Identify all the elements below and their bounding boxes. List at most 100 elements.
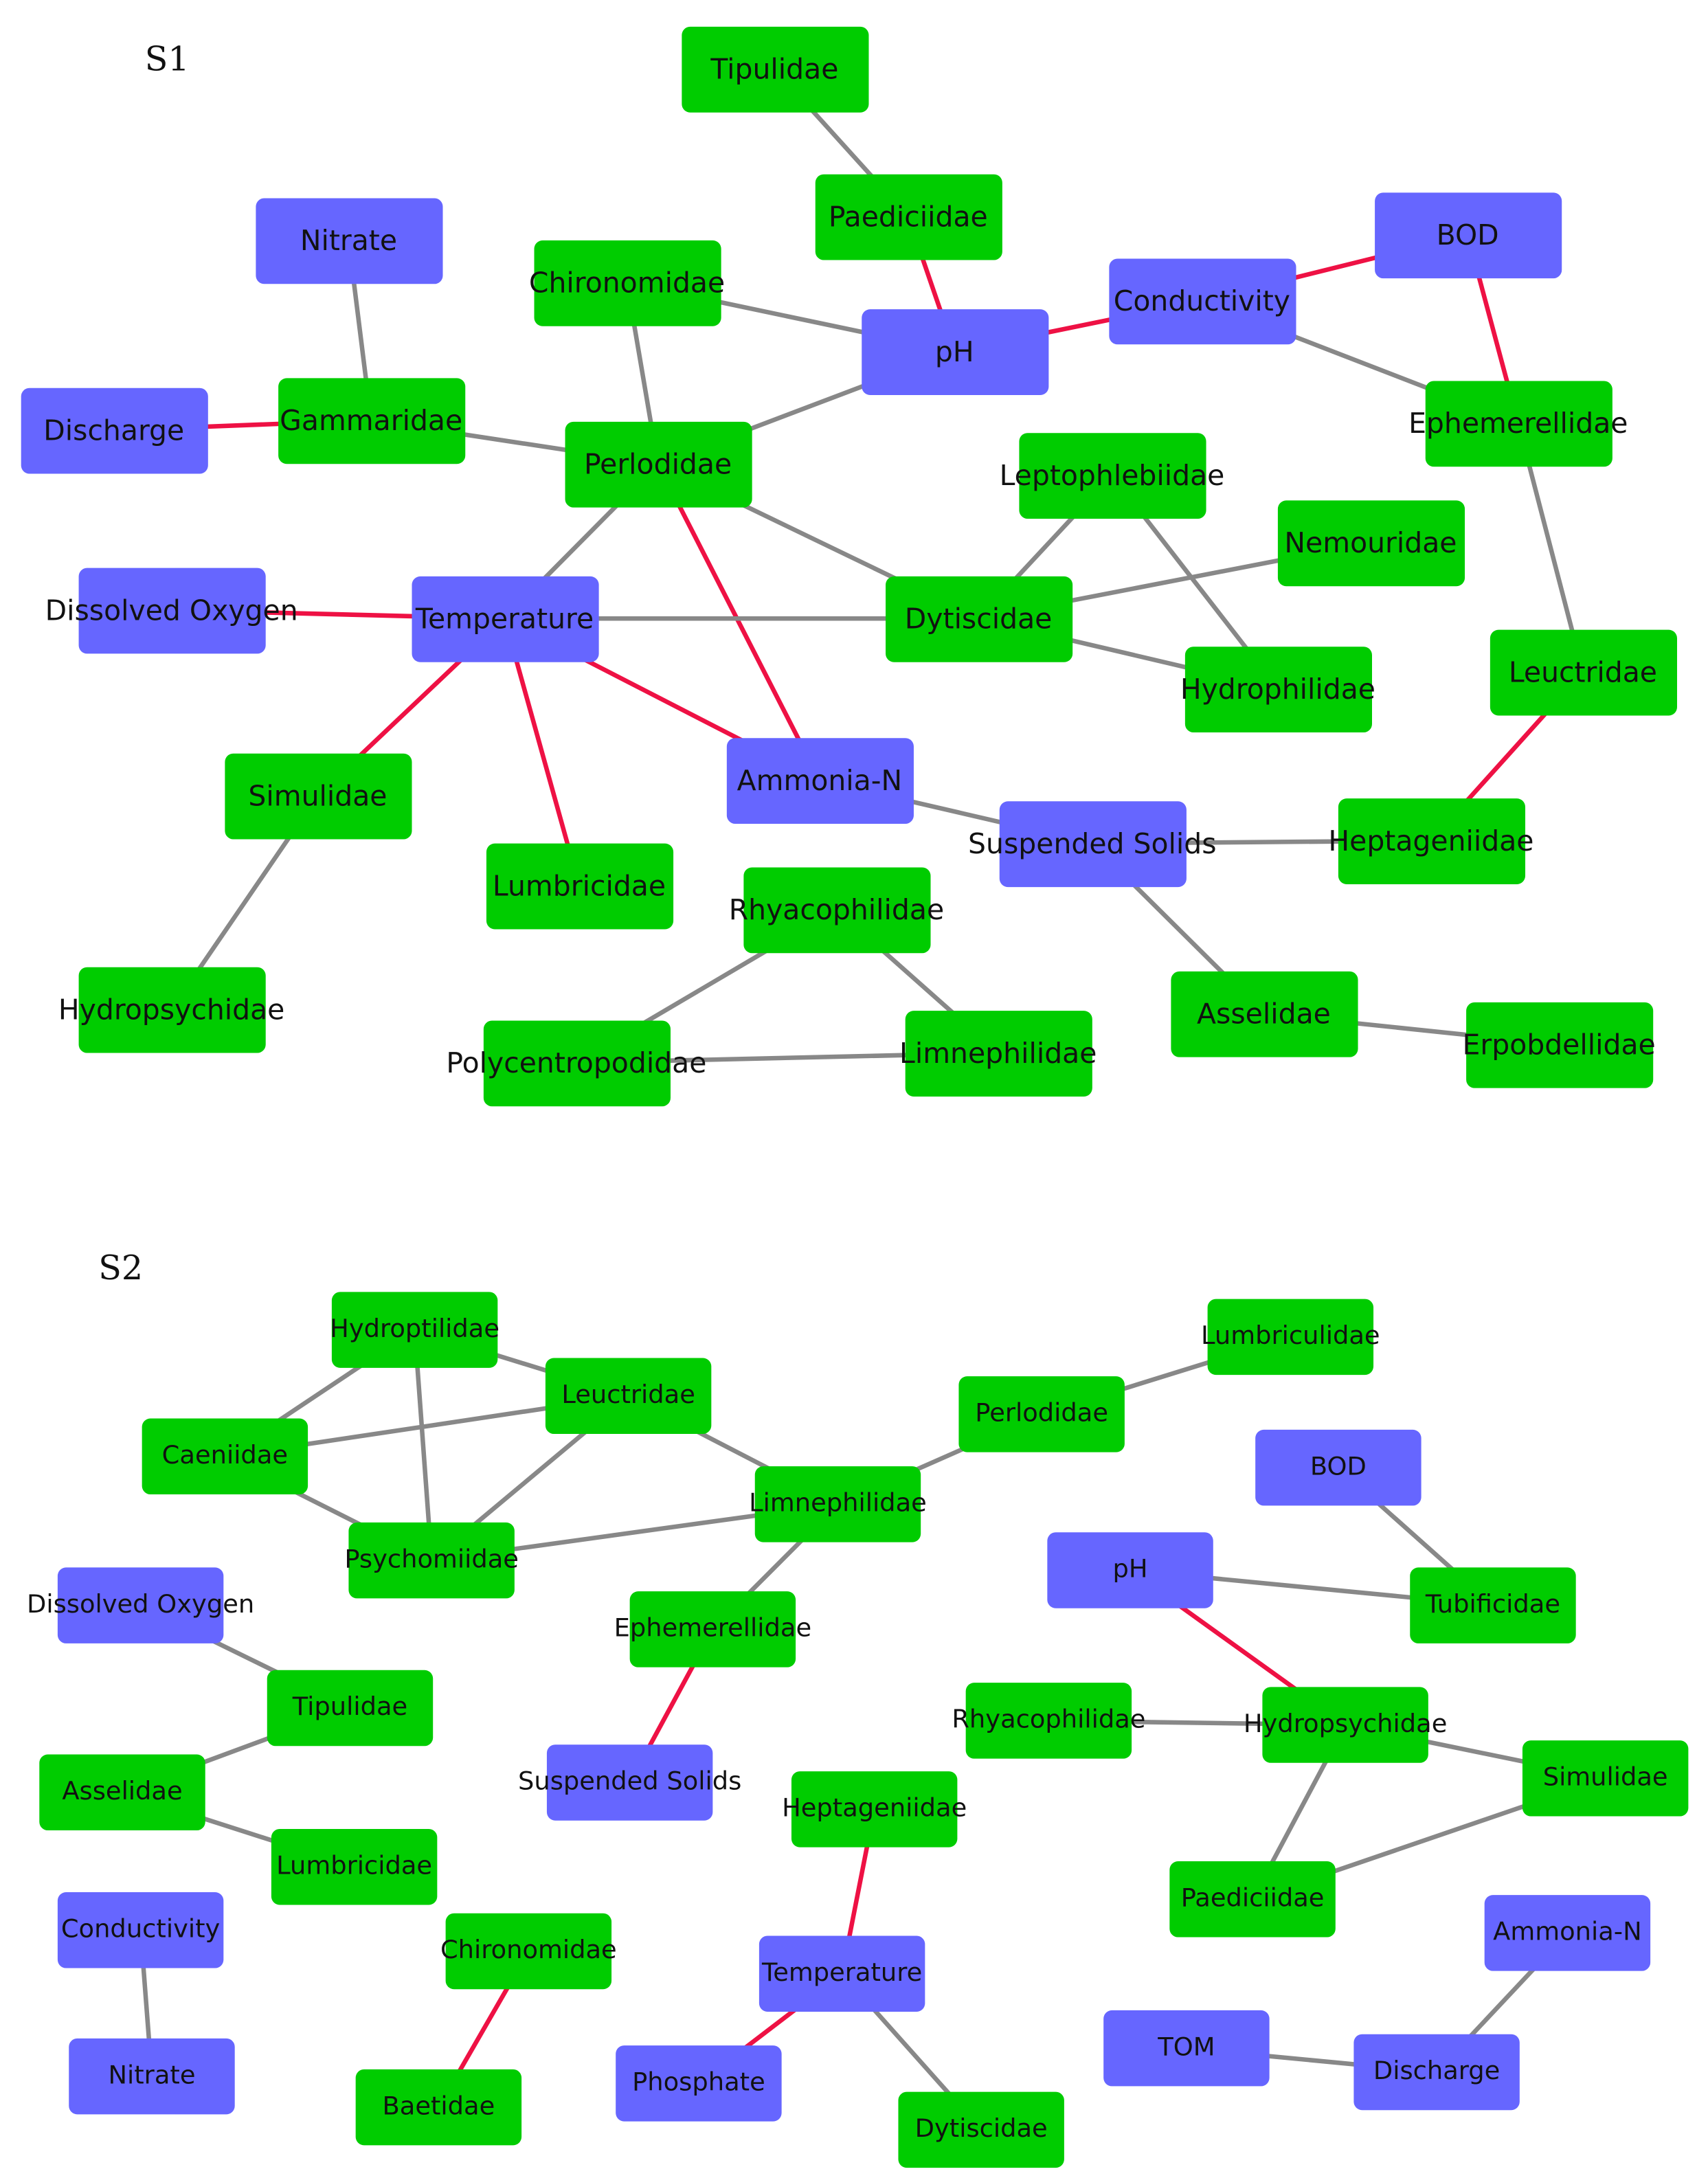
s1-node-limnephilidae	[904, 1010, 1092, 1096]
s2-node-dytiscidae	[898, 2091, 1064, 2168]
s2-node-label-paediciidae: Paediciidae	[1180, 1883, 1325, 1913]
s2-node-label-conductivity: Conductivity	[60, 1914, 221, 1944]
s2-node-label-discharge: Discharge	[1373, 2056, 1501, 2087]
s1-node-discharge	[20, 387, 207, 473]
s2-node-label-tubificidae: Tubificidae	[1425, 1590, 1561, 1620]
s1-node-ammonia-n	[726, 737, 913, 823]
s2-node-rhyacophilidae	[965, 1683, 1132, 1759]
s1-node-nemouridae	[1277, 499, 1465, 586]
s2-node-dissolved-oxygen	[57, 1567, 224, 1643]
s1-node-temperature	[411, 575, 598, 662]
s1-node-label-hydropsychidae: Hydropsychidae	[58, 992, 285, 1026]
s1-node-leptophlebiidae	[1018, 432, 1206, 518]
s1-node-label-conductivity: Conductivity	[1113, 284, 1291, 318]
s2-node-label-rhyacophilidae: Rhyacophilidae	[952, 1705, 1146, 1735]
s1-node-label-limnephilidae: Limnephilidae	[899, 1035, 1097, 1070]
s1-node-polycentropodidae	[482, 1020, 670, 1106]
s1-node-label-temperature: Temperature	[415, 601, 594, 636]
s2-node-heptageniidae	[791, 1771, 958, 1848]
s1-node-conductivity	[1108, 258, 1296, 344]
s1-node-label-ammonia-n: Ammonia-N	[737, 763, 903, 798]
s2-node-label-limnephilidae: Limnephilidae	[749, 1488, 927, 1518]
s2-node-label-leuctridae: Leuctridae	[561, 1380, 695, 1411]
s1-node-leuctridae	[1489, 629, 1676, 715]
s1-node-label-simulidae: Simulidae	[248, 778, 387, 813]
s1-node-nitrate	[255, 197, 442, 284]
s2-node-label-nitrate: Nitrate	[108, 2061, 196, 2091]
s2-node-label-asselidae: Asselidae	[62, 1777, 183, 1807]
s1-node-label-paediciidae: Paediciidae	[828, 199, 988, 234]
s1-node-label-tipulidae: Tipulidae	[710, 52, 839, 86]
s2-node-tom	[1103, 2010, 1270, 2087]
s2-node-ph	[1047, 1532, 1213, 1608]
s1-node-label-discharge: Discharge	[43, 413, 185, 447]
s2-node-label-ephemerellidae: Ephemerellidae	[614, 1613, 812, 1643]
s2-node-label-perlodidae: Perlodidae	[975, 1398, 1109, 1428]
s1-node-rhyacophilidae	[743, 866, 930, 953]
s2-node-label-ammonia-n: Ammonia-N	[1493, 1917, 1642, 1947]
s1-node-label-dissolved-oxygen: Dissolved Oxygen	[45, 593, 298, 627]
s2-node-chironomidae	[445, 1913, 612, 1990]
s1-node-label-polycentropodidae: Polycentropodidae	[446, 1046, 707, 1080]
s2-node-conductivity	[57, 1892, 224, 1968]
s2-node-label-heptageniidae: Heptageniidae	[782, 1793, 967, 1823]
s2-node-hydroptilidae	[331, 1292, 498, 1368]
panel-label-s2: S2	[98, 1248, 144, 1288]
s1-node-gammaridae	[278, 377, 465, 464]
s2-edge-hydroptilidae-psychomiidae	[412, 1329, 434, 1561]
s2-node-tubificidae	[1410, 1567, 1576, 1643]
s2-node-asselidae	[39, 1754, 205, 1831]
s1-node-label-erpobdellidae: Erpobdellidae	[1462, 1027, 1656, 1062]
s2-node-caeniidae	[142, 1418, 308, 1495]
s2-node-limnephilidae	[754, 1466, 921, 1542]
s2-node-label-simulidae: Simulidae	[1542, 1762, 1668, 1793]
s1-node-suspended-solids	[998, 800, 1186, 887]
s1-node-label-bod: BOD	[1436, 218, 1499, 252]
s1-node-hydropsychidae	[78, 966, 265, 1053]
s2-node-ammonia-n	[1484, 1895, 1651, 1971]
s2-node-label-hydroptilidae: Hydroptilidae	[330, 1314, 500, 1345]
s1-node-paediciidae	[814, 173, 1002, 260]
s2-node-discharge	[1353, 2034, 1520, 2111]
s1-node-heptageniidae	[1337, 798, 1525, 884]
s1-node-simulidae	[224, 752, 412, 839]
s1-node-dissolved-oxygen	[78, 567, 265, 653]
s1-node-erpobdellidae	[1465, 1001, 1653, 1088]
s2-node-label-dissolved-oxygen: Dissolved Oxygen	[26, 1590, 255, 1620]
s2-node-tipulidae	[267, 1670, 434, 1747]
s2-node-label-dytiscidae: Dytiscidae	[914, 2114, 1048, 2144]
s2-node-paediciidae	[1169, 1861, 1336, 1938]
s1-node-label-ephemerellidae: Ephemerellidae	[1408, 406, 1628, 440]
s2-node-nitrate	[69, 2038, 235, 2115]
s2-node-label-hydropsychidae: Hydropsychidae	[1243, 1709, 1448, 1740]
s2-node-suspended-solids	[546, 1744, 713, 1821]
s2-node-label-phosphate: Phosphate	[632, 2067, 765, 2098]
s1-node-lumbricidae	[485, 842, 673, 929]
s1-node-ph	[861, 308, 1048, 394]
s2-node-psychomiidae	[348, 1522, 515, 1599]
s1-node-tipulidae	[681, 25, 868, 112]
s2-node-label-lumbricidae: Lumbricidae	[276, 1851, 433, 1881]
s1-edge-perlodidae-ammonia_n	[655, 462, 822, 782]
s2-node-ephemerellidae	[629, 1591, 796, 1668]
s2-node-bod	[1255, 1429, 1422, 1506]
s1-node-label-lumbricidae: Lumbricidae	[492, 868, 666, 903]
s2-node-label-tipulidae: Tipulidae	[292, 1692, 408, 1722]
s2-node-leuctridae	[545, 1358, 712, 1435]
s1-node-label-leuctridae: Leuctridae	[1508, 655, 1657, 689]
s1-node-label-gammaridae: Gammaridae	[280, 403, 463, 438]
s1-node-label-nemouridae: Nemouridae	[1284, 526, 1457, 560]
s2-node-perlodidae	[958, 1376, 1125, 1452]
s1-node-label-rhyacophilidae: Rhyacophilidae	[728, 892, 945, 927]
s1-node-label-dytiscidae: Dytiscidae	[904, 601, 1053, 636]
s1-node-label-suspended-solids: Suspended Solids	[968, 827, 1217, 861]
panel-label-s1: S1	[144, 39, 190, 79]
s1-node-label-perlodidae: Perlodidae	[583, 447, 732, 481]
s2-node-phosphate	[616, 2045, 782, 2122]
s2-node-label-temperature: Temperature	[761, 1958, 923, 1988]
s1-node-asselidae	[1170, 970, 1358, 1057]
s1-node-label-heptageniidae: Heptageniidae	[1328, 824, 1534, 858]
s2-node-simulidae	[1522, 1740, 1689, 1817]
